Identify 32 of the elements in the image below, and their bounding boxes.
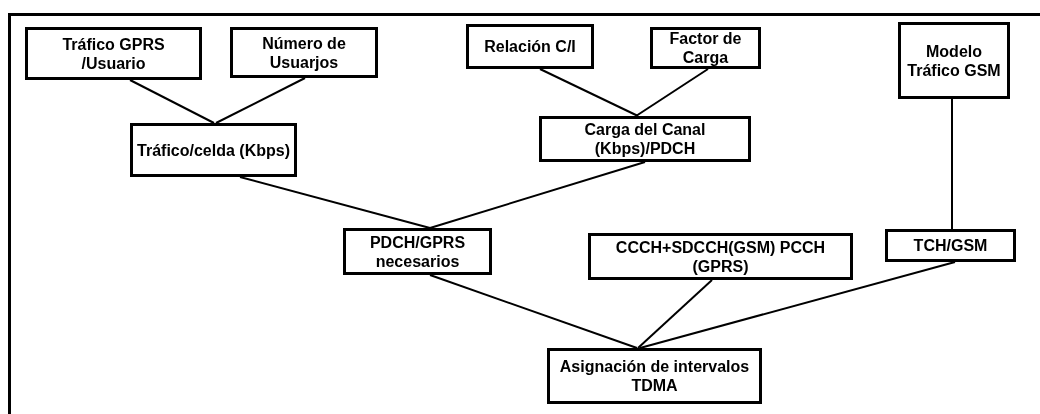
connector-line [639, 261, 956, 349]
connector-line [635, 68, 709, 117]
connector-line [215, 77, 306, 124]
box-label: Modelo Tráfico GSM [906, 41, 1002, 80]
process-box [650, 27, 761, 69]
process-box [898, 22, 1010, 99]
box-label: TCH/GSM [913, 236, 988, 255]
process-box [588, 233, 853, 280]
box-label: Carga del Canal (Kbps)/PDCH [583, 120, 707, 158]
process-box [230, 27, 378, 78]
process-box [885, 229, 1016, 262]
process-box [25, 27, 202, 80]
box-label: PDCH/GPRS necesarios [368, 232, 467, 271]
connector-line [239, 176, 431, 229]
connector-line [951, 98, 953, 230]
connector-line [539, 68, 639, 117]
box-label: Número de Usuarjos [261, 33, 347, 72]
process-box [539, 116, 751, 162]
process-box [466, 24, 594, 69]
connector-line [637, 279, 713, 349]
process-box [343, 228, 492, 275]
box-label: Relación C/I [484, 37, 576, 56]
connector-line [429, 274, 638, 349]
box-label: Factor de Carga [668, 29, 743, 67]
box-label: Asignación de intervalos TDMA [558, 357, 751, 395]
box-label: Tráfico/celda (Kbps) [137, 140, 290, 160]
box-label: CCCH+SDCCH(GSM) PCCH (GPRS) [614, 237, 827, 276]
box-label: Tráfico GPRS /Usuario [61, 34, 166, 73]
connector-line [429, 161, 646, 229]
connector-line [129, 79, 215, 124]
process-box [130, 123, 297, 177]
process-box [547, 348, 762, 404]
